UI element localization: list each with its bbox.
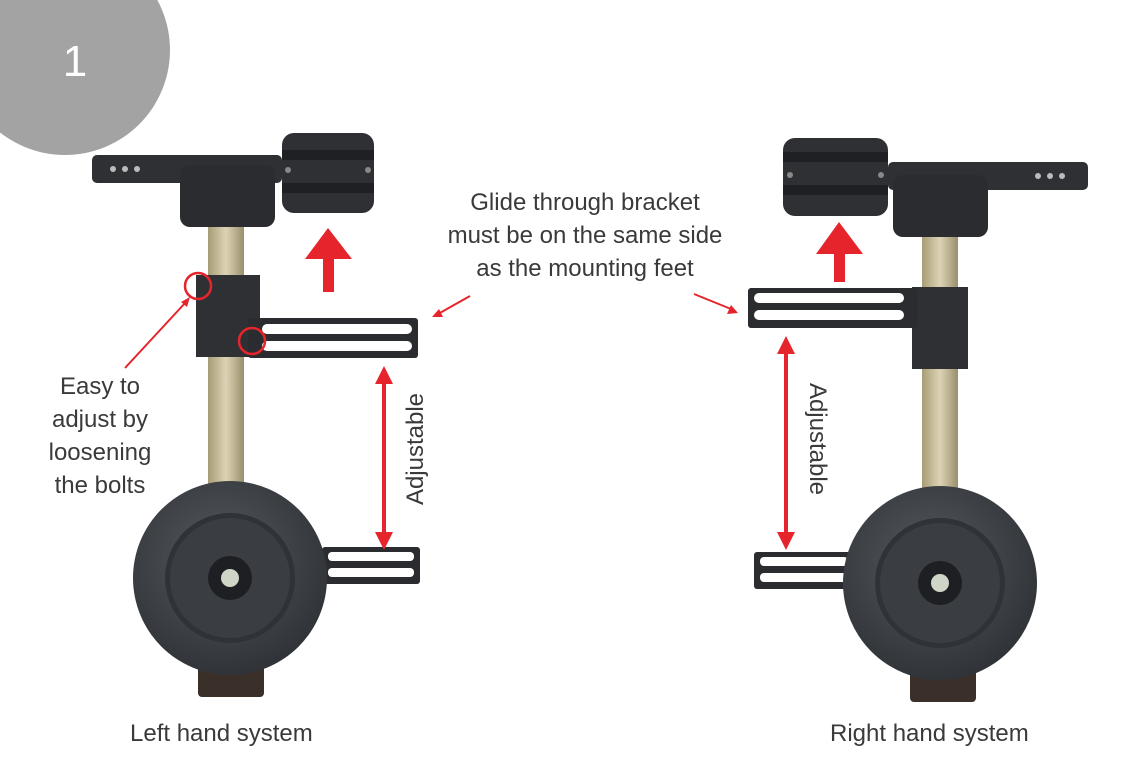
bolts-pointer-arrow	[124, 297, 190, 369]
right-adjustable-arrow	[777, 336, 795, 550]
adjustable-label-right: Adjustable	[804, 382, 831, 496]
bolts-note-line-3: loosening	[48, 439, 152, 466]
left-glide-pulley	[282, 133, 374, 213]
left-lower-glide-bracket	[322, 547, 420, 584]
right-lower-glide-bracket	[754, 552, 854, 589]
bolts-note-line-1: Easy to	[59, 373, 141, 400]
step-number: 1	[62, 37, 88, 86]
left-bolt-marker-upper	[183, 271, 213, 301]
left-adjustable-arrow	[375, 366, 393, 550]
bolts-note-line-4: the bolts	[54, 472, 146, 499]
right-upper-glide-bracket	[748, 288, 918, 328]
right-side-bracket	[912, 287, 968, 369]
left-wheel	[133, 481, 327, 675]
bracket-pointer-arrow-left	[432, 295, 471, 317]
left-hand-system	[92, 133, 471, 697]
step-badge: 1	[0, 0, 170, 155]
bracket-note: Glide through bracket must be on the sam…	[415, 186, 755, 285]
bracket-note-line-3: as the mounting feet	[476, 255, 694, 282]
left-bolt-marker-lower	[237, 326, 267, 356]
left-post	[208, 227, 244, 497]
left-upper-glide-bracket	[248, 318, 418, 358]
left-up-arrow	[305, 228, 352, 292]
right-hand-system	[693, 138, 1088, 702]
bolts-note: Easy to adjust by loosening the bolts	[30, 370, 170, 502]
bracket-note-line-1: Glide through bracket	[470, 189, 700, 216]
adjustable-label-left: Adjustable	[402, 392, 429, 506]
left-top-clamp	[92, 155, 282, 227]
bracket-note-line-2: must be on the same side	[447, 222, 723, 249]
right-top-clamp	[888, 162, 1088, 237]
right-glide-pulley	[783, 138, 888, 216]
caption-left: Left hand system	[130, 720, 313, 747]
right-wheel	[843, 486, 1037, 680]
right-up-arrow	[816, 222, 863, 282]
caption-right: Right hand system	[830, 720, 1029, 747]
bolts-note-line-2: adjust by	[51, 406, 149, 433]
right-post	[922, 237, 958, 507]
bracket-pointer-arrow-right	[693, 293, 738, 314]
